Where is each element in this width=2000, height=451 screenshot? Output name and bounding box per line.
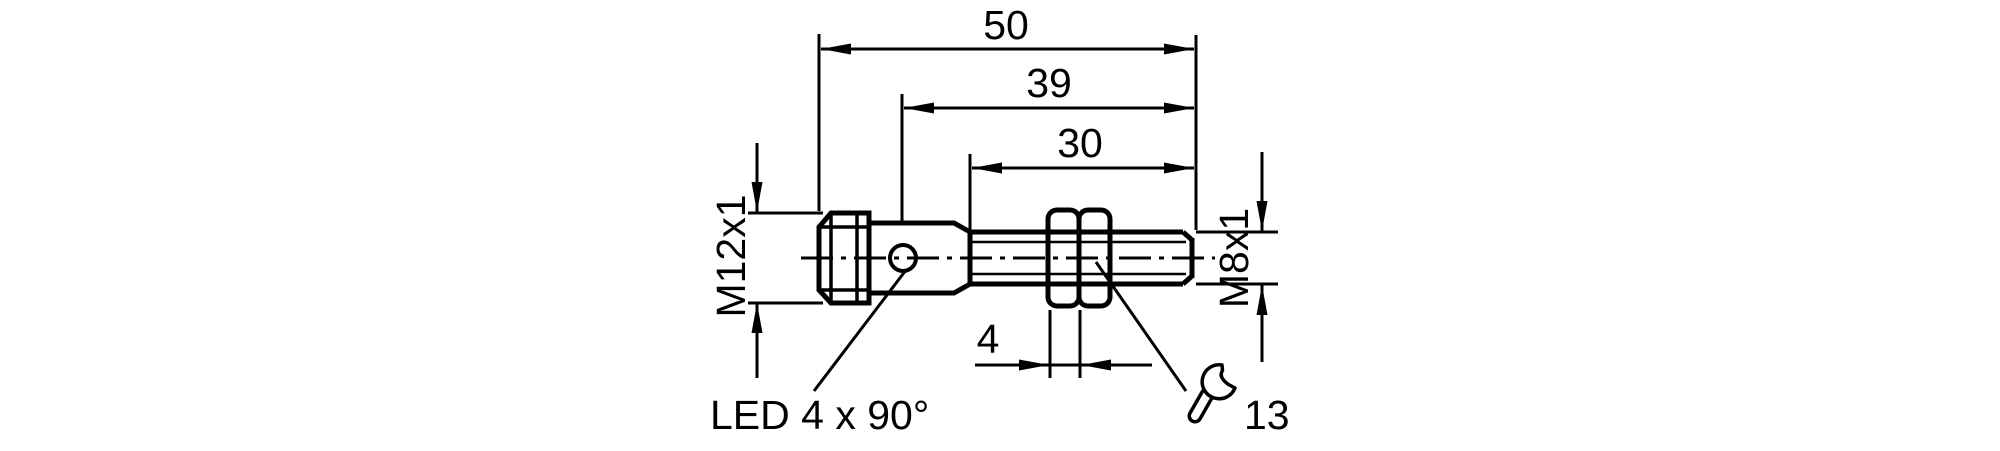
dim-value-overall-length: 50 bbox=[983, 2, 1029, 48]
dimension-overall-length bbox=[817, 34, 1198, 230]
led-leader-line bbox=[812, 269, 908, 392]
arrowhead-right-icon bbox=[1164, 102, 1194, 114]
label-barrel-thread: M8x1 bbox=[1211, 208, 1257, 308]
arrowhead-left-icon bbox=[904, 102, 934, 114]
dim-value-body-length: 39 bbox=[1026, 60, 1072, 106]
label-led: LED 4 x 90° bbox=[710, 392, 929, 438]
dim-value-nut-width: 4 bbox=[977, 316, 1000, 362]
arrowhead-left-icon bbox=[972, 162, 1002, 174]
dimension-body-length bbox=[900, 94, 1194, 222]
arrowhead-left-icon bbox=[1081, 359, 1111, 371]
wrench-handle-inner bbox=[1191, 391, 1211, 420]
led-indicator-circle bbox=[888, 243, 918, 273]
arrowhead-right-icon bbox=[1019, 359, 1049, 371]
sensor-body bbox=[801, 207, 1215, 309]
dimension-barrel-thread bbox=[1196, 152, 1278, 362]
arrowhead-right-icon bbox=[1164, 43, 1194, 55]
label-connector-thread: M12x1 bbox=[708, 194, 754, 317]
dim-value-wrench-size: 13 bbox=[1244, 392, 1290, 438]
dimension-connector-thread bbox=[748, 143, 823, 378]
dimension-nut-width bbox=[975, 310, 1152, 378]
arrowhead-up-icon bbox=[751, 303, 763, 333]
arrowhead-up-icon bbox=[1256, 285, 1268, 315]
arrowhead-left-icon bbox=[821, 43, 851, 55]
wrench-icon bbox=[1187, 363, 1237, 424]
arrowhead-down-icon bbox=[1256, 201, 1268, 231]
dimension-thread-length bbox=[968, 154, 1194, 231]
arrowhead-down-icon bbox=[751, 182, 763, 212]
wrench-leader-line bbox=[1094, 261, 1188, 392]
dim-value-thread-length: 30 bbox=[1057, 120, 1103, 166]
wrench-head bbox=[1200, 363, 1237, 401]
arrowhead-right-icon bbox=[1164, 162, 1194, 174]
